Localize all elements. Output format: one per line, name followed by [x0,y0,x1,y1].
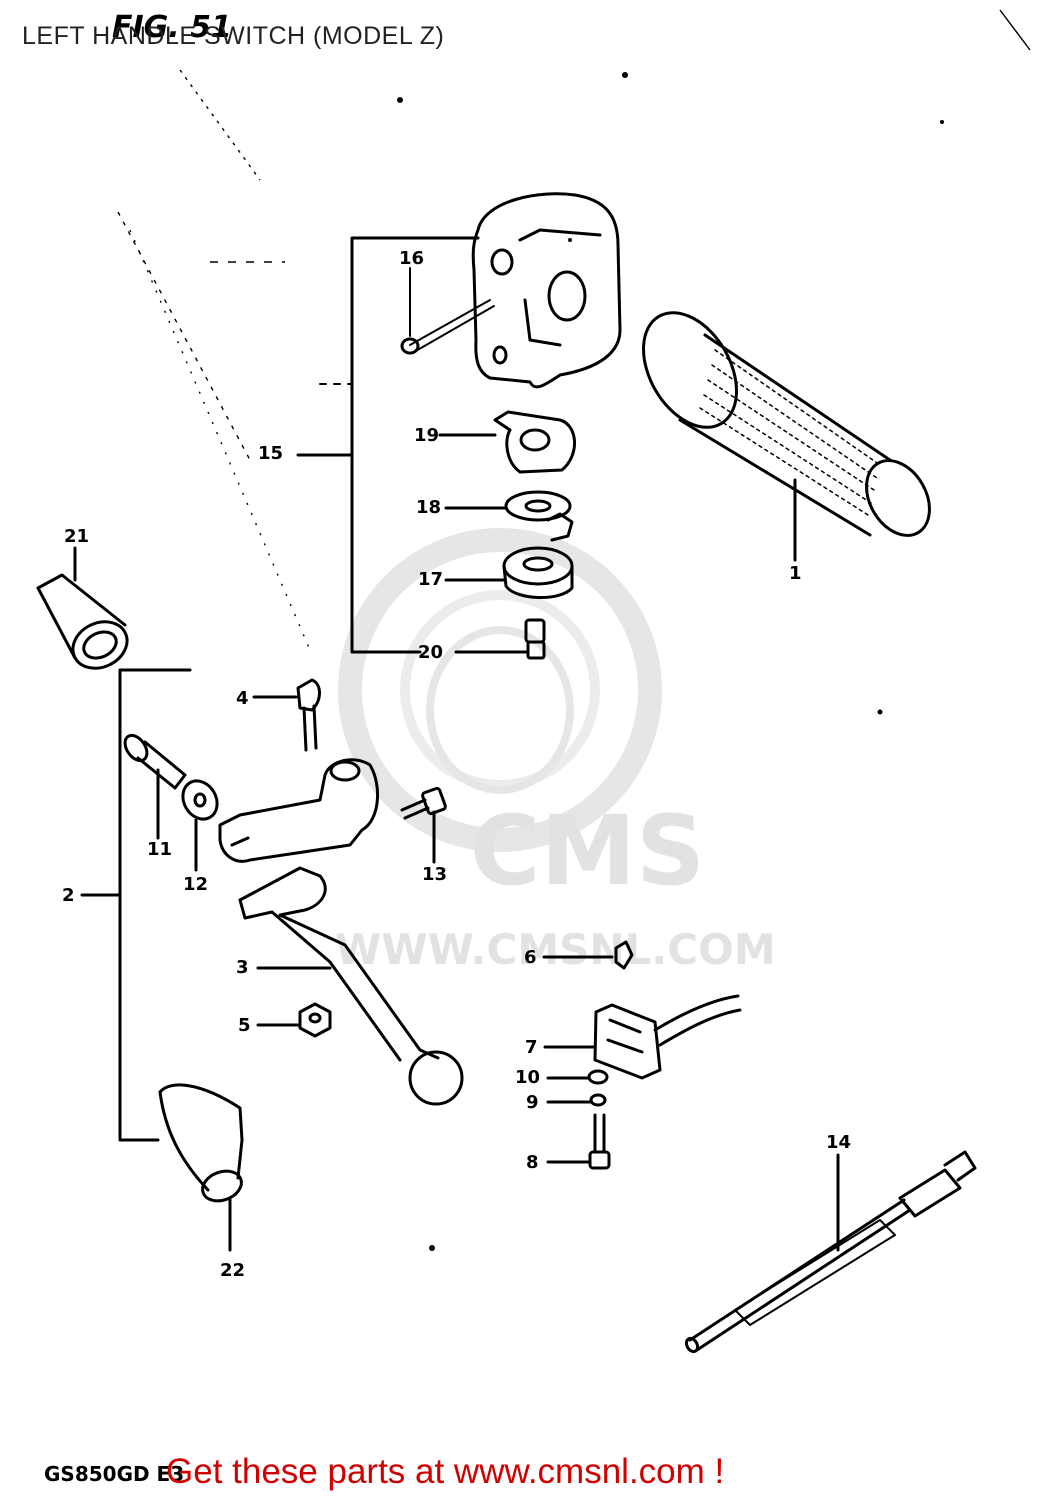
nut-5 [256,1002,332,1038]
part-6 [542,940,634,970]
callout-2: 2 [62,885,75,906]
callout-19: 19 [414,425,440,446]
watermark-url: WWW.CMSNL.COM [335,925,776,974]
model-code: GS850GD E3 [44,1462,185,1486]
boot-21 [36,546,129,670]
switch-7 [543,994,742,1080]
callout-1: 1 [789,563,802,584]
part-9 [546,1093,607,1107]
switch-housing-16 [400,192,622,389]
callout-16: 16 [399,248,425,269]
promo-link[interactable]: Get these parts at www.cmsnl.com ! [166,1452,725,1491]
watermark-brand: CMS [470,795,706,907]
lever-bracket [218,758,380,863]
lever-3 [238,866,464,1106]
callout-11: 11 [147,839,173,860]
screw-20 [454,618,546,660]
part-17 [444,546,574,600]
grip-1 [642,311,931,562]
callout-8: 8 [526,1152,539,1173]
callout-21: 21 [64,526,90,547]
boot-22 [158,1083,244,1252]
screw-8 [546,1113,611,1170]
figure-label: FIG. 51 [112,10,232,45]
callout-13: 13 [422,864,448,885]
part-10 [546,1069,609,1085]
bolt-11 [123,733,187,840]
washer-12 [181,779,219,872]
callout-10: 10 [515,1067,541,1088]
bracket-15 [350,236,480,654]
watermark-logo [338,528,662,852]
pin-4 [252,678,321,752]
callout-3: 3 [236,957,249,978]
callout-14: 14 [826,1132,852,1153]
page-title: LEFT HANDLE SWITCH (MODEL Z) [22,22,445,50]
callout-18: 18 [416,497,442,518]
callout-12: 12 [183,874,209,895]
part-19 [438,410,576,474]
callout-6: 6 [524,947,537,968]
washer-18 [444,490,574,542]
callout-20: 20 [418,642,444,663]
callout-9: 9 [526,1092,539,1113]
callout-15: 15 [258,443,284,464]
screw-13 [400,786,447,864]
cable-14 [684,1150,977,1354]
callout-7: 7 [525,1037,538,1058]
callout-4: 4 [236,688,249,709]
bracket-2 [118,668,192,1142]
callout-17: 17 [418,569,444,590]
callout-5: 5 [238,1015,251,1036]
callout-22: 22 [220,1260,246,1281]
